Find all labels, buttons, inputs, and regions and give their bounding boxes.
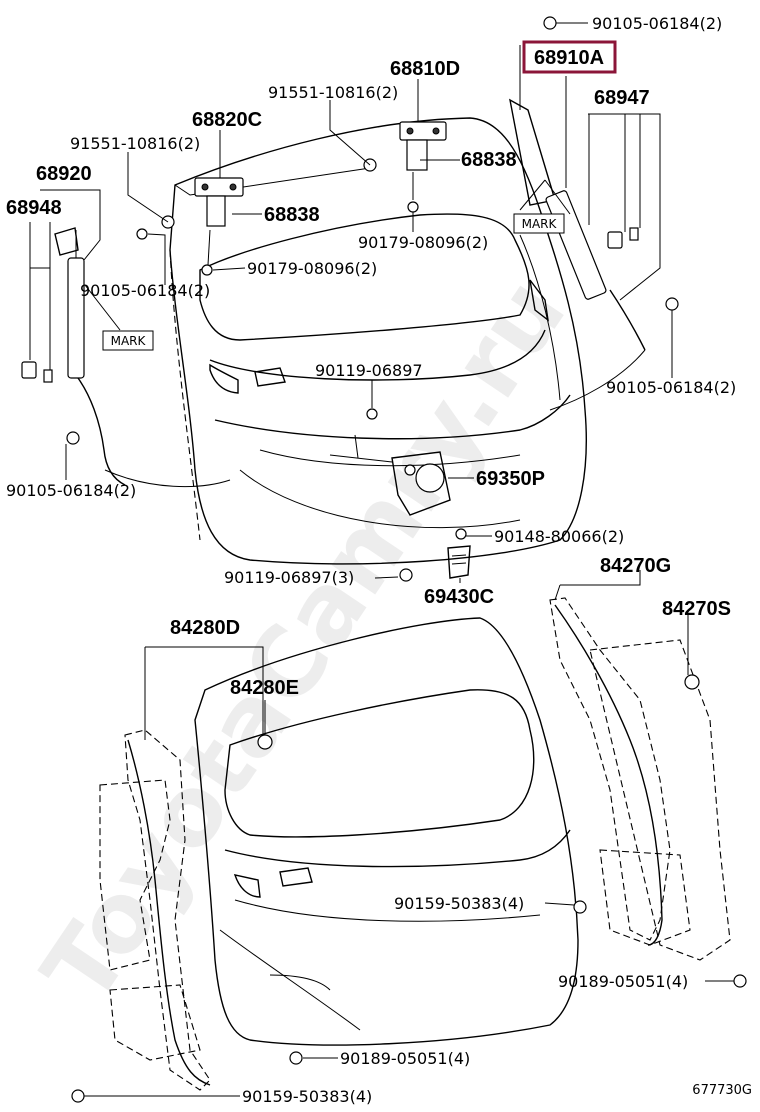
part-label-91551-10816-right[interactable]: 91551-10816(2) [268, 83, 398, 102]
part-label-84280D[interactable]: 84280D [170, 617, 240, 639]
mark-label-left: MARK [111, 334, 147, 348]
leader-lines [29, 22, 734, 1097]
part-label-90179-08096-left[interactable]: 90179-08096(2) [247, 259, 377, 278]
part-label-68820C[interactable]: 68820C [192, 109, 262, 131]
part-label-68947[interactable]: 68947 [594, 87, 650, 109]
part-label-68910A[interactable]: 68910A [534, 47, 604, 69]
trim-panel-left-84280D [99, 729, 211, 1091]
part-label-68838-left[interactable]: 68838 [264, 204, 320, 226]
part-label-68920[interactable]: 68920 [36, 163, 92, 185]
trim-panel-right-84270G [549, 597, 731, 961]
part-label-90105-06184-right[interactable]: 90105-06184(2) [606, 378, 736, 397]
part-label-84270S[interactable]: 84270S [662, 598, 731, 620]
part-label-90105-06184-top[interactable]: 90105-06184(2) [592, 14, 722, 33]
part-label-90105-06184-left[interactable]: 90105-06184(2) [80, 281, 210, 300]
back-door-lock-69350P [329, 434, 451, 516]
diagram-reference-number: 677730G [692, 1083, 752, 1098]
upper-back-door-panel [169, 117, 587, 565]
clip-hardware [71, 674, 747, 1103]
part-label-90189-05051-right[interactable]: 90189-05051(4) [558, 972, 688, 991]
part-label-90179-08096-right[interactable]: 90179-08096(2) [358, 233, 488, 252]
striker-69430C [447, 545, 471, 579]
part-label-90148-80066[interactable]: 90148-80066(2) [494, 527, 624, 546]
part-label-90159-50383-left[interactable]: 90159-50383(4) [242, 1087, 372, 1106]
hinge-left-68820C [194, 177, 244, 266]
part-label-68948[interactable]: 68948 [6, 197, 62, 219]
mark-box-left[interactable]: MARK [102, 330, 154, 351]
part-label-90189-05051-left[interactable]: 90189-05051(4) [340, 1049, 470, 1068]
mark-box-right[interactable]: MARK [513, 213, 565, 234]
hinge-right-68810D [399, 121, 447, 200]
part-label-69430C[interactable]: 69430C [424, 586, 494, 608]
part-label-90105-06184-lower[interactable]: 90105-06184(2) [6, 481, 136, 500]
part-label-91551-10816-left[interactable]: 91551-10816(2) [70, 134, 200, 153]
mark-label-right: MARK [522, 217, 558, 231]
bolt-hardware [66, 16, 679, 582]
part-label-84270G[interactable]: 84270G [600, 555, 671, 577]
part-label-68838-right[interactable]: 68838 [461, 149, 517, 171]
part-label-84280E[interactable]: 84280E [230, 677, 299, 699]
part-label-90159-50383-right[interactable]: 90159-50383(4) [394, 894, 524, 913]
lower-back-door-panel [194, 617, 579, 1046]
part-labels: 90105-06184(2) 68910A 68810D 91551-10816… [6, 14, 752, 1106]
part-label-90119-06897-3[interactable]: 90119-06897(3) [224, 568, 354, 587]
highlight-box [522, 40, 617, 74]
part-label-69350P[interactable]: 69350P [476, 468, 545, 490]
gas-strut-left-68920 [21, 227, 231, 488]
part-label-90119-06897[interactable]: 90119-06897 [315, 361, 423, 380]
part-label-68810D[interactable]: 68810D [390, 58, 460, 80]
